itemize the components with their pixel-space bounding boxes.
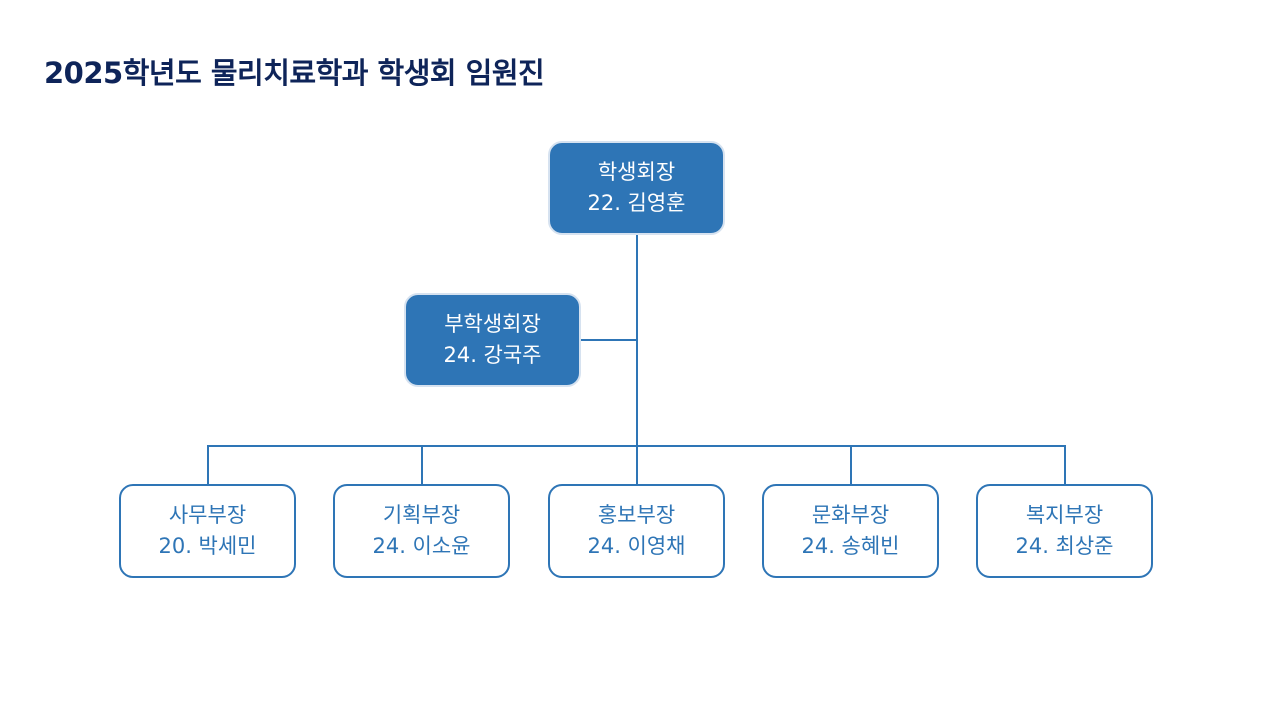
vice-president-role: 부학생회장 [444,312,541,336]
dept-name: 24. 송혜빈 [801,534,900,558]
connector-main-vertical [636,234,638,447]
connector-dept-1 [207,445,209,486]
dept-node-pr: 홍보부장 24. 이영채 [548,484,725,578]
dept-name: 24. 최상준 [1015,534,1114,558]
dept-name: 24. 이소윤 [372,534,471,558]
president-node: 학생회장 22. 김영훈 [548,141,725,235]
connector-dept-3 [636,445,638,486]
dept-node-welfare: 복지부장 24. 최상준 [976,484,1153,578]
president-role: 학생회장 [597,160,676,184]
connector-dept-5 [1064,445,1066,486]
vice-president-name: 24. 강국주 [443,343,542,367]
president-name: 22. 김영훈 [587,191,686,215]
vice-president-node: 부학생회장 24. 강국주 [404,293,581,387]
dept-name: 20. 박세민 [158,534,257,558]
dept-node-admin: 사무부장 20. 박세민 [119,484,296,578]
dept-role: 복지부장 [1025,503,1104,527]
dept-name: 24. 이영채 [587,534,686,558]
chart-title: 2025학년도 물리치료학과 학생회 임원진 [44,56,545,90]
dept-node-planning: 기획부장 24. 이소윤 [333,484,510,578]
connector-dept-2 [421,445,423,486]
dept-role: 홍보부장 [597,503,676,527]
connector-dept-4 [850,445,852,486]
dept-role: 기획부장 [382,503,461,527]
connector-vice [580,339,637,341]
dept-role: 문화부장 [811,503,890,527]
dept-role: 사무부장 [168,503,247,527]
dept-node-culture: 문화부장 24. 송혜빈 [762,484,939,578]
